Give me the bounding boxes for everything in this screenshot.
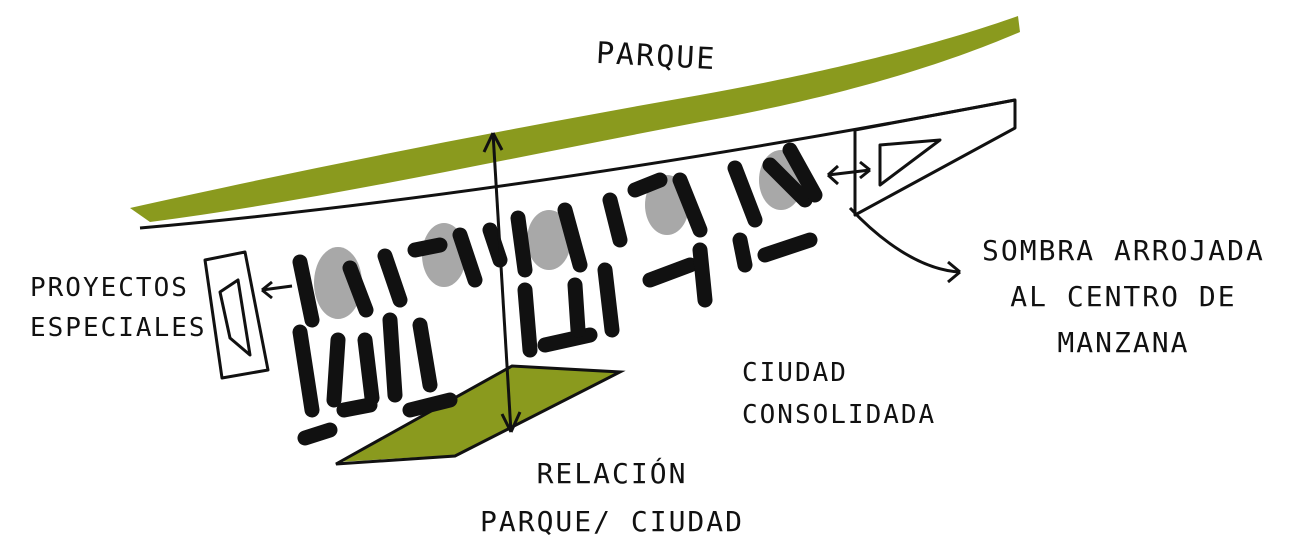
special-projects-box bbox=[203, 250, 293, 380]
label-proyectos-especiales: PROYECTOS ESPECIALES bbox=[30, 273, 207, 343]
label-relacion-parque-ciudad: RELACIÓN PARQUE/ CIUDAD bbox=[480, 457, 745, 538]
shadow-pointer-arrow bbox=[848, 206, 961, 284]
label-sombra-arrojada: SOMBRA ARROJADA AL CENTRO DE MANZANA bbox=[982, 234, 1265, 359]
park-city-arrow bbox=[482, 132, 522, 433]
label-ciudad-consolidada: CIUDAD CONSOLIDADA bbox=[742, 358, 937, 430]
green-plaza bbox=[338, 366, 618, 462]
label-parque: PARQUE bbox=[595, 35, 718, 78]
triangle-box bbox=[826, 98, 1017, 217]
building-blocks bbox=[292, 142, 823, 446]
park-band bbox=[130, 16, 1020, 222]
